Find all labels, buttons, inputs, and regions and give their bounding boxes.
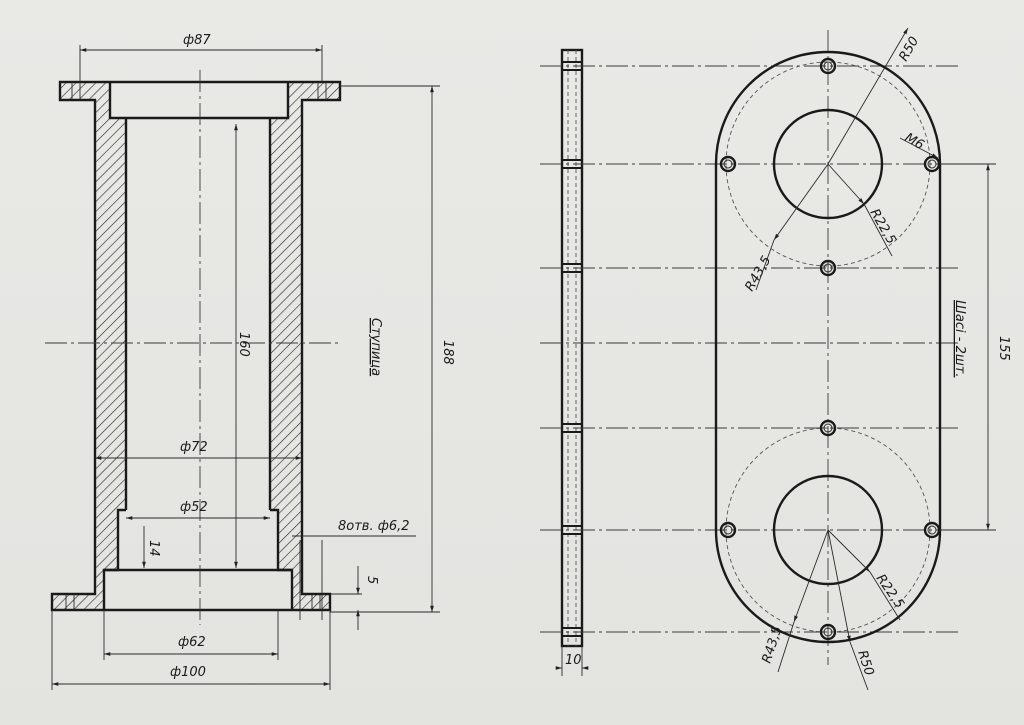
- dim-d72: ф72: [180, 440, 208, 455]
- dim-10: 10: [565, 653, 582, 668]
- quantity-note: Шасі - 2шт.: [952, 300, 967, 377]
- label-r50-bot: R50: [854, 649, 876, 678]
- bore-bottom: [772, 474, 884, 586]
- dim-d52: ф52: [180, 500, 208, 515]
- label-r435-bot: R43,5: [760, 624, 786, 665]
- bore-top: [772, 108, 884, 220]
- plate-front-view: R50 M6 R22,5 R43,5 155 Шасі - 2шт. R22,5…: [540, 27, 1011, 691]
- label-r50-top: R50: [896, 34, 922, 64]
- holes-top: [719, 57, 941, 277]
- holes-bottom: [719, 419, 941, 641]
- dim-155: 155: [996, 336, 1011, 361]
- dim-188: 188: [440, 340, 455, 365]
- plate-edge: [560, 48, 584, 648]
- holes-note: 8отв. ф6,2: [338, 519, 410, 534]
- label-r225-bot: R22,5: [873, 572, 907, 612]
- part-title: Ступица: [368, 318, 383, 376]
- hub-wall-left: [95, 96, 126, 594]
- dim-d87: ф87: [183, 33, 211, 48]
- label-r435-top: R43,5: [742, 254, 774, 294]
- hub-section-view: ф87 188 160 Ступица ф72 ф52 14 8отв. ф6,…: [45, 33, 455, 690]
- plate-side-view: 10: [555, 48, 589, 676]
- dim-14: 14: [146, 540, 161, 557]
- label-r225-top: R22,5: [867, 207, 899, 247]
- dim-d62: ф62: [178, 635, 206, 650]
- dim-160: 160: [236, 332, 251, 357]
- dim-d100: ф100: [170, 665, 206, 680]
- hub-wall-right: [270, 96, 302, 594]
- dim-5: 5: [364, 576, 379, 584]
